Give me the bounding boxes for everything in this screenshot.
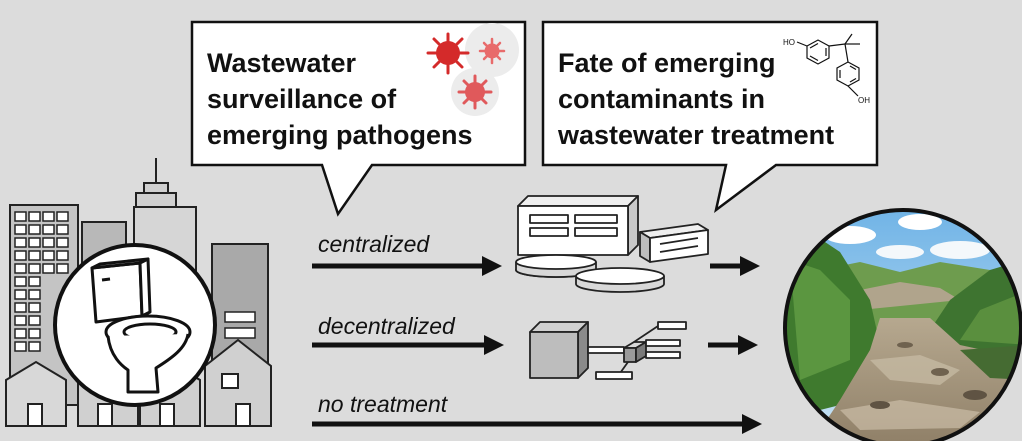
virus-icon — [426, 23, 519, 116]
arrow-no-treatment — [312, 414, 762, 434]
toilet-icon — [53, 243, 217, 407]
molecule-oh-label: OH — [858, 96, 870, 105]
molecule-ho-label: HO — [783, 38, 795, 47]
arrow-decentralized-in — [312, 335, 504, 355]
bubble-left-line-2: surveillance of — [207, 84, 397, 114]
label-centralized: centralized — [318, 231, 430, 257]
bubble-left-line-1: Wastewater — [207, 48, 357, 78]
arrows — [312, 256, 762, 434]
label-decentralized: decentralized — [318, 313, 456, 339]
arrow-decentralized-out — [708, 335, 758, 355]
label-no-treatment: no treatment — [318, 391, 449, 417]
bubble-left: Wastewater surveillance of emerging path… — [190, 20, 527, 217]
bubble-right: Fate of emerging contaminants in wastewa… — [541, 20, 879, 214]
bubble-right-line-3: wastewater treatment — [557, 120, 834, 150]
arrow-centralized-out — [710, 256, 760, 276]
bubble-right-line-2: contaminants in — [558, 84, 765, 114]
bisphenol-molecule-icon — [796, 33, 860, 97]
decentralized-unit-icon — [529, 321, 687, 380]
river-photo — [783, 208, 1022, 441]
arrow-centralized-in — [312, 256, 502, 276]
treatment-plant-icon — [515, 195, 709, 293]
bubble-right-line-1: Fate of emerging — [558, 48, 776, 78]
bubble-left-line-3: emerging pathogens — [207, 120, 473, 150]
